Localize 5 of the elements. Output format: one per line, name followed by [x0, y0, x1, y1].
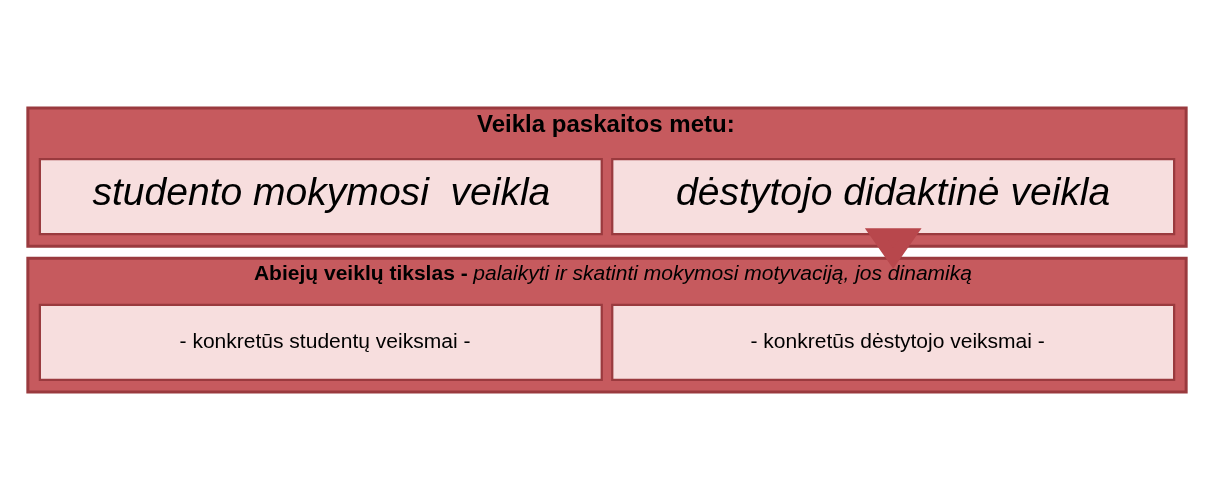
node-box: - konkretūs dėstytojo veiksmai - — [611, 303, 1176, 381]
node-box: studento mokymosi veikla — [38, 157, 603, 235]
node-box: dėstytojo didaktinė veikla — [611, 157, 1176, 235]
node-box: - konkretūs studentų veiksmai - — [38, 303, 603, 381]
arrow — [864, 227, 922, 269]
